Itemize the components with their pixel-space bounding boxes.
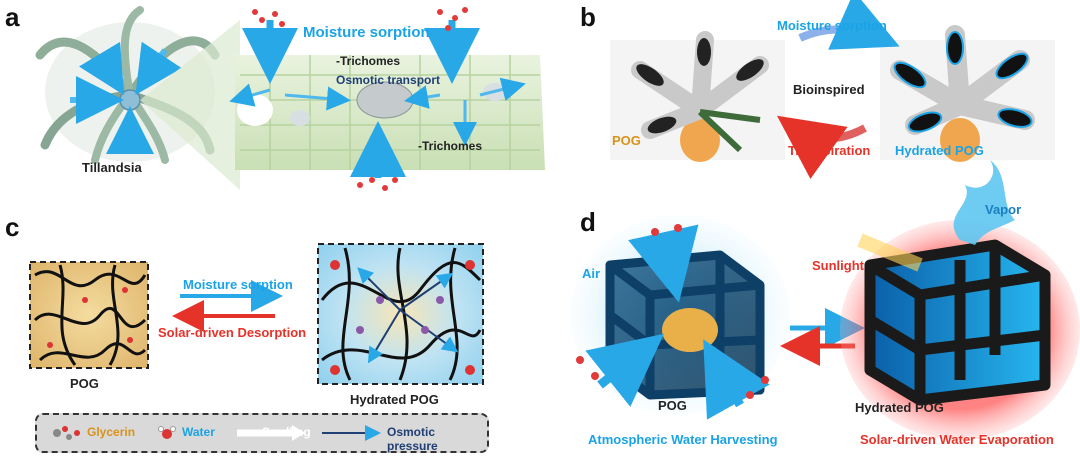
hydrated-pog-label-c: Hydrated POG xyxy=(350,392,439,407)
water-molecules-a xyxy=(252,7,468,191)
pog-label-d: POG xyxy=(658,398,687,413)
tillandsia-label: Tillandsia xyxy=(82,160,142,175)
panel-letter-d: d xyxy=(580,207,596,237)
tillandsia-plant-illustration xyxy=(35,6,220,164)
panel-letter-b: b xyxy=(580,2,596,32)
atmospheric-harvesting-label: Atmospheric Water Harvesting xyxy=(588,432,778,447)
osmotic-transport-label: Osmotic transport xyxy=(336,73,441,87)
solar-evaporation-label: Solar-driven Water Evaporation xyxy=(860,432,1054,447)
glycerin-molecule-icon xyxy=(53,426,80,440)
legend-osmotic-label: Osmotic pressure xyxy=(387,425,438,453)
water-molecule-icon xyxy=(158,426,176,439)
legend-glycerin-label: Glycerin xyxy=(87,425,136,439)
plant-photo-hydrated-pog xyxy=(880,25,1055,162)
air-label: Air xyxy=(582,266,601,281)
moisture-sorption-label-b: Moisture sorption xyxy=(777,18,887,33)
hydrated-pog-network-box xyxy=(317,243,484,385)
legend-swelling-label: Swelling xyxy=(262,425,311,439)
legend-water-label: Water xyxy=(182,425,215,439)
legend-icons xyxy=(53,425,381,441)
leaf-cell-cross-section xyxy=(229,20,545,178)
moisture-sorption-label-c: Moisture sorption xyxy=(183,277,293,292)
bioinspired-label: Bioinspired xyxy=(793,82,865,97)
legend-box: Glycerin Water Swelling Osmotic pressure xyxy=(35,413,489,453)
solar-desorption-label: Solar-driven Desorption xyxy=(158,325,307,340)
pog-network-box xyxy=(29,261,149,369)
trichomes-top-label: -Trichomes xyxy=(336,54,401,68)
zoom-callout xyxy=(140,20,240,190)
vapor-label: Vapor xyxy=(985,202,1022,217)
hydrated-pog-label-d: Hydrated POG xyxy=(855,400,944,415)
trichomes-bottom-label: -Trichomes xyxy=(418,139,483,153)
transpiration-arrow xyxy=(776,115,867,179)
panel-letter-a: a xyxy=(5,2,20,32)
pog-label-b: POG xyxy=(612,133,641,148)
transpiration-label: Transpiration xyxy=(788,143,871,158)
plant-photo-pog xyxy=(610,31,785,162)
swelling-arrowhead-icon xyxy=(292,425,305,441)
hydrated-pog-cube xyxy=(840,160,1080,440)
pog-label-c: POG xyxy=(70,376,99,391)
sunlight-label: Sunlight xyxy=(812,258,864,273)
panel-letter-c: c xyxy=(5,212,20,242)
moisture-sorption-label-a: Moisture sorption xyxy=(303,24,430,41)
pog-cube xyxy=(570,215,790,420)
hydrated-pog-label-b: Hydrated POG xyxy=(895,143,984,158)
moisture-sorption-arrow-b xyxy=(798,0,900,50)
